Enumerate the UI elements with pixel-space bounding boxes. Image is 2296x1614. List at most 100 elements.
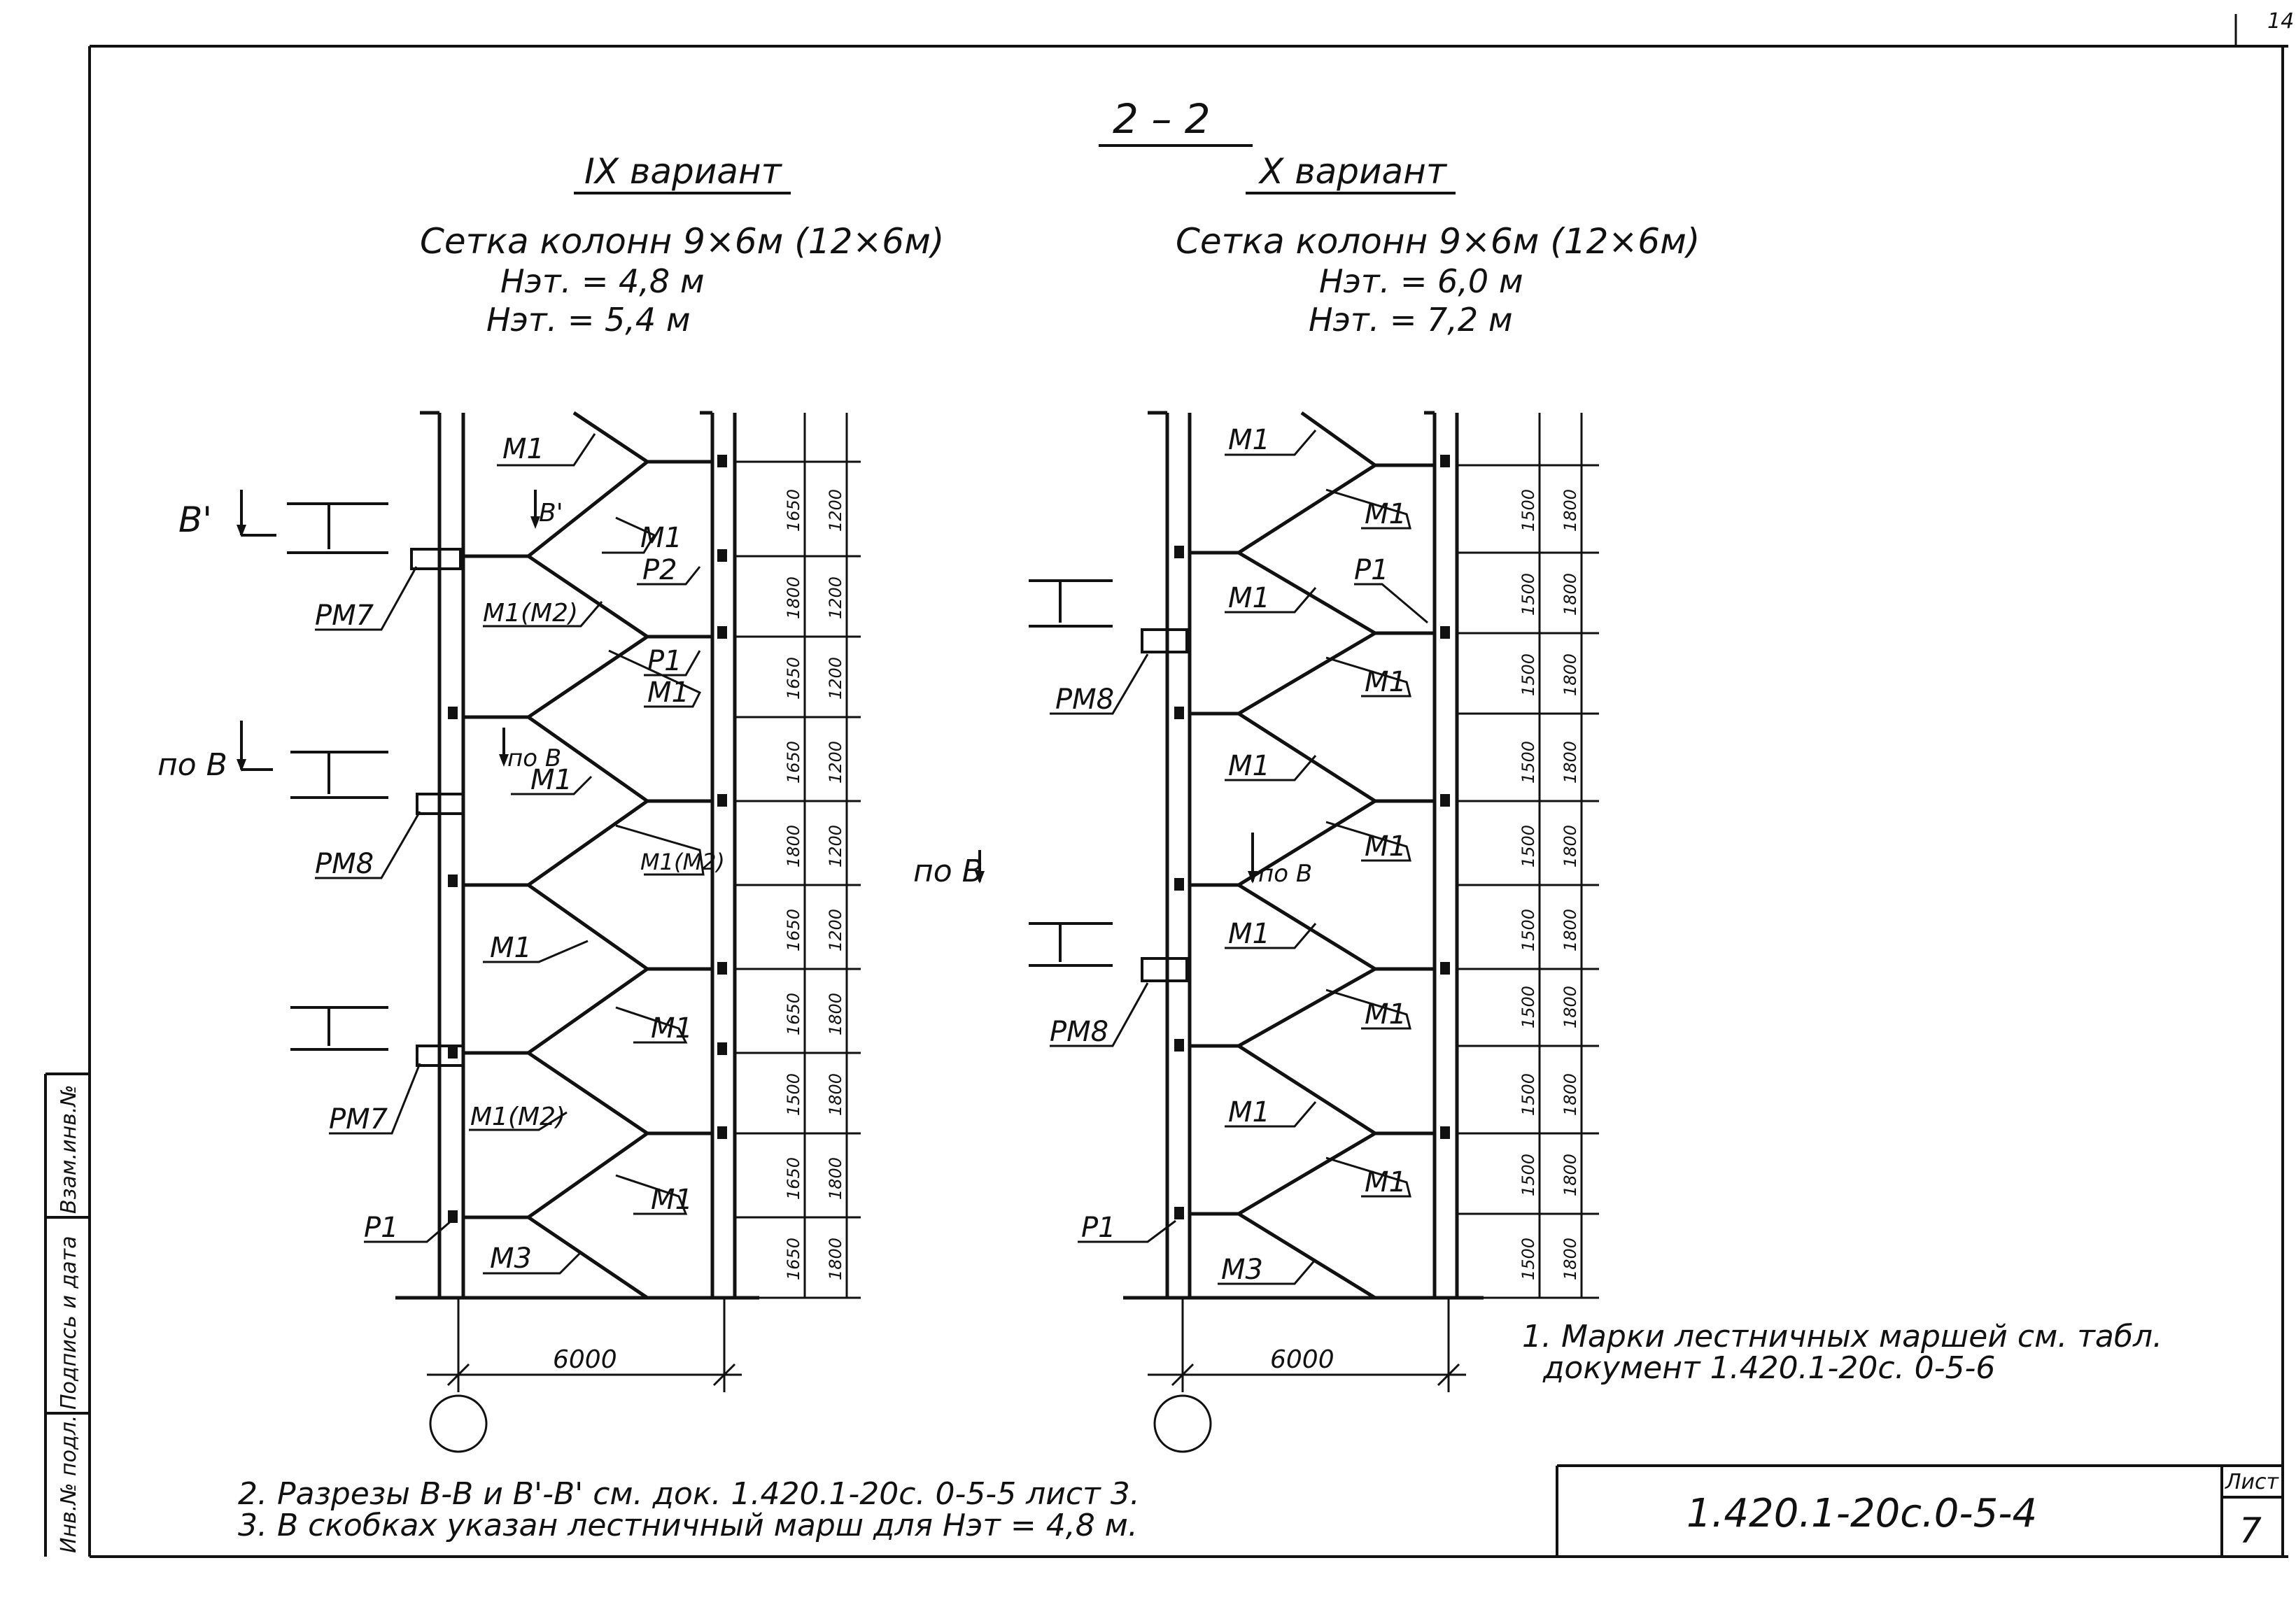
right-cut-label-po-b: по В — [913, 854, 983, 889]
left-dim-b-9: 1800 — [826, 1238, 845, 1280]
right-label-m1-f: М1 — [1365, 830, 1407, 863]
left-cut-label-po-b-small: по В — [507, 744, 561, 772]
right-stair-section — [1123, 411, 1484, 1300]
left-dim-b-1: 1200 — [826, 576, 845, 619]
left-dim-a-6: 1650 — [784, 993, 803, 1035]
left-label-m1-c: М1 — [647, 677, 689, 709]
left-cut-mark-b-prime: В' — [178, 500, 212, 540]
right-label-m1-d: М1 — [1365, 666, 1407, 698]
left-label-m1m2-c: М1(М2) — [470, 1103, 565, 1131]
page-corner-number: 14 — [2267, 9, 2294, 34]
left-dim-a-0: 1650 — [784, 489, 803, 532]
left-dim-b-3: 1200 — [826, 741, 845, 784]
right-label-p1-a: Р1 — [1354, 554, 1389, 586]
right-label-p1-b: Р1 — [1081, 1212, 1116, 1244]
right-dim-a-0: 1500 — [1519, 489, 1538, 532]
side-stamp-box — [44, 1073, 90, 1557]
right-dim-a-2: 1500 — [1519, 653, 1538, 696]
right-label-m3: М3 — [1221, 1254, 1263, 1286]
left-height-1: Hэт. = 4,8 м — [500, 262, 705, 300]
right-dim-b-4: 1800 — [1561, 825, 1580, 868]
left-span-dimension — [427, 1298, 742, 1453]
left-label-pm7-a: РМ7 — [315, 600, 374, 632]
right-cut-markers — [978, 579, 1254, 967]
left-label-m1m2-a: М1(М2) — [483, 599, 578, 628]
side-box-text-c: Взам.инв.№ — [57, 1084, 81, 1214]
left-dim-a-2: 1650 — [784, 657, 803, 700]
right-dim-a-4: 1500 — [1519, 825, 1538, 868]
left-height-2: Hэт. = 5,4 м — [486, 301, 691, 339]
left-dim-b-6: 1800 — [826, 993, 845, 1035]
right-label-m1-j: М1 — [1365, 1166, 1407, 1198]
left-dim-a-4: 1800 — [784, 825, 803, 868]
left-variant-heading: IX вариант — [584, 151, 783, 192]
left-grid-caption: Сетка колонн 9×6м (12×6м) — [420, 221, 944, 262]
right-dim-b-3: 1800 — [1561, 741, 1580, 784]
left-cut-label-po-b: по В — [157, 747, 227, 783]
left-cut-mark-b-prime-small: В' — [539, 499, 563, 528]
left-label-pm8: РМ8 — [315, 848, 374, 880]
right-cut-label-po-b-small: по В — [1258, 860, 1312, 888]
side-box-text-a: Инв.№ подл. — [57, 1415, 81, 1553]
left-label-m3: М3 — [490, 1243, 532, 1275]
right-variant-heading: X вариант — [1258, 151, 1448, 192]
left-label-m1m2-b: М1(М2) — [640, 849, 725, 875]
right-height-1: Hэт. = 6,0 м — [1319, 262, 1523, 300]
right-label-m1-b: М1 — [1365, 498, 1407, 530]
right-dim-b-1: 1800 — [1561, 573, 1580, 616]
left-dim-b-5: 1200 — [826, 909, 845, 951]
right-dim-a-1: 1500 — [1519, 573, 1538, 616]
left-dim-a-9: 1650 — [784, 1238, 803, 1280]
right-dim-a-9: 1500 — [1519, 1238, 1538, 1280]
left-dim-b-4: 1200 — [826, 825, 845, 868]
left-dim-a-1: 1800 — [784, 576, 803, 619]
right-label-m1-h: М1 — [1365, 998, 1407, 1031]
section-title: 2 – 2 — [1113, 95, 1211, 143]
left-dim-texts: 1650 1800 1650 1650 1800 1650 1650 1500 … — [784, 489, 845, 1280]
left-dim-a-5: 1650 — [784, 909, 803, 951]
left-dimension-chain — [735, 413, 861, 1299]
left-label-p1-a: Р1 — [647, 645, 682, 677]
right-dimension-chain — [1457, 413, 1599, 1299]
right-dim-b-8: 1800 — [1561, 1154, 1580, 1196]
left-dim-a-3: 1650 — [784, 741, 803, 784]
left-dim-b-8: 1800 — [826, 1157, 845, 1200]
right-dim-b-5: 1800 — [1561, 909, 1580, 951]
left-label-m1-a: М1 — [502, 433, 544, 465]
note-1-line-2: документ 1.420.1-20с. 0-5-6 — [1542, 1350, 1995, 1386]
right-dim-a-6: 1500 — [1519, 986, 1538, 1028]
note-3: 3. В скобках указан лестничный марш для … — [238, 1508, 1138, 1543]
right-dim-b-0: 1800 — [1561, 489, 1580, 532]
side-box-text-b: Подпись и дата — [57, 1236, 81, 1410]
note-2: 2. Разрезы В-В и В'-В' см. док. 1.420.1-… — [238, 1476, 1140, 1512]
right-dim-texts: 1500 1500 1500 1500 1500 1500 1500 1500 … — [1519, 489, 1580, 1280]
left-leaders — [315, 433, 705, 1275]
right-dim-a-5: 1500 — [1519, 909, 1538, 951]
drawing-frame — [88, 45, 2288, 1558]
left-label-p2: Р2 — [642, 554, 677, 586]
right-height-2: Hэт. = 7,2 м — [1309, 301, 1513, 339]
left-dim-a-8: 1650 — [784, 1157, 803, 1200]
left-dim-b-2: 1200 — [826, 657, 845, 700]
left-dim-b-0: 1200 — [826, 489, 845, 532]
right-dim-a-8: 1500 — [1519, 1154, 1538, 1196]
right-label-m1-e: М1 — [1228, 750, 1270, 782]
right-label-m1-a: М1 — [1228, 424, 1270, 456]
right-span-value: 6000 — [1270, 1345, 1334, 1374]
left-label-m1-e: М1 — [490, 932, 532, 964]
right-label-pm8-a: РМ8 — [1055, 684, 1114, 716]
left-label-m1-d: М1 — [530, 764, 572, 796]
right-leaders — [1050, 430, 1428, 1285]
left-stair-section — [395, 411, 759, 1300]
right-dim-b-6: 1800 — [1561, 986, 1580, 1028]
left-dim-b-7: 1800 — [826, 1073, 845, 1116]
right-grid-caption: Сетка колонн 9×6м (12×6м) — [1176, 221, 1700, 262]
left-cut-markers — [240, 490, 537, 1051]
right-dim-b-7: 1800 — [1561, 1073, 1580, 1116]
right-dim-b-2: 1800 — [1561, 653, 1580, 696]
right-dim-b-9: 1800 — [1561, 1238, 1580, 1280]
left-label-m1-b: М1 — [640, 522, 682, 554]
document-code: 1.420.1-20с.0-5-4 — [1686, 1491, 2037, 1536]
right-dim-a-7: 1500 — [1519, 1073, 1538, 1116]
sheet-number: 7 — [2239, 1510, 2262, 1551]
